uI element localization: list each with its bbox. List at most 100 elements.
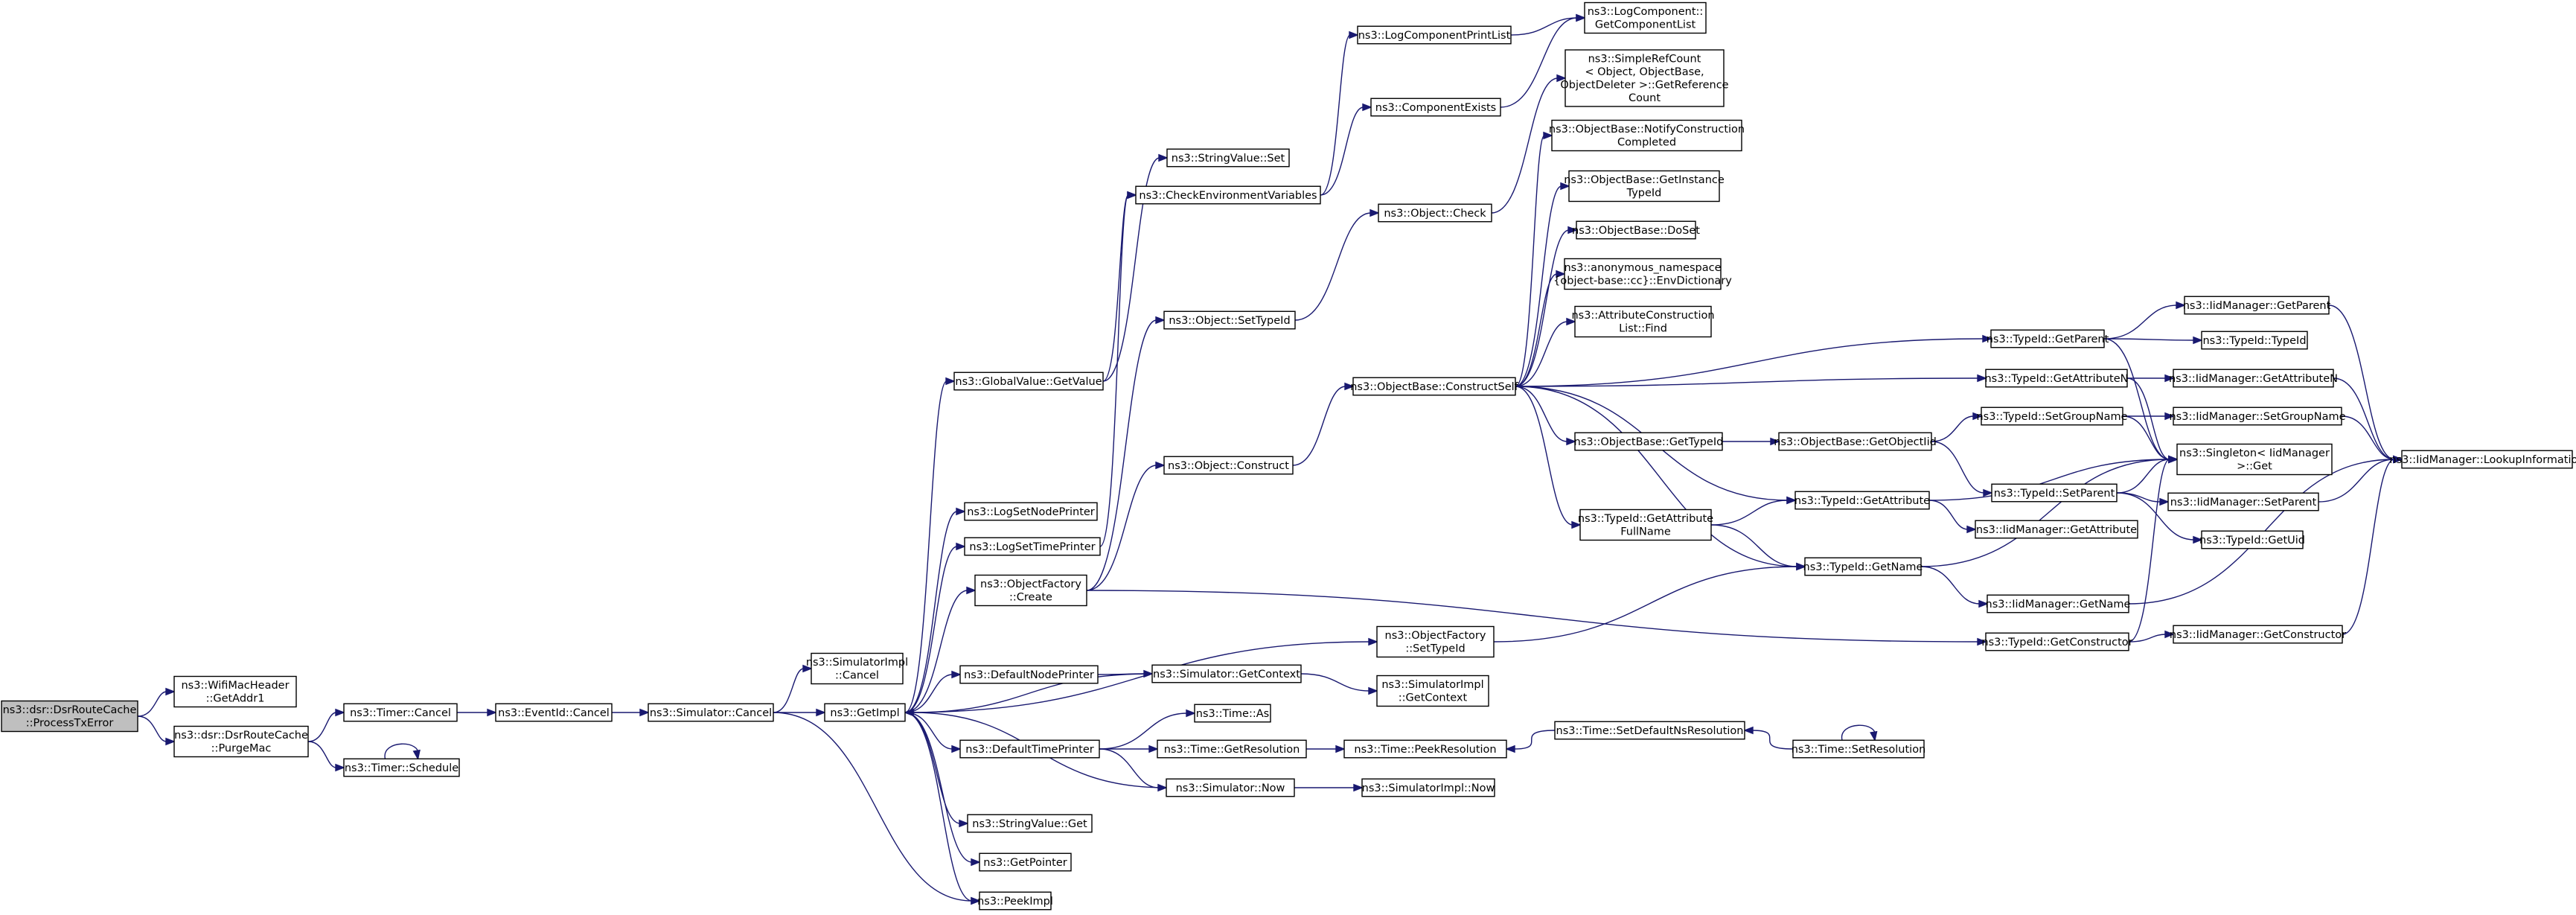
node-label: ns3::dsr::DsrRouteCache xyxy=(3,704,137,716)
function-node[interactable]: ns3::Time::GetResolution xyxy=(1157,739,1307,759)
arrow-head xyxy=(2159,497,2170,506)
function-node[interactable]: ns3::TypeId::GetUid xyxy=(2199,530,2305,549)
function-node[interactable]: ns3::dsr::DsrRouteCache::PurgeMac xyxy=(173,725,309,758)
call-edge xyxy=(1099,748,1168,792)
function-node[interactable]: ns3::CheckEnvironmentVariables xyxy=(1135,185,1321,205)
function-node[interactable]: ns3::Object::SetTypeId xyxy=(1163,310,1296,330)
edge-line xyxy=(1086,465,1157,591)
function-node[interactable]: ns3::TypeId::GetAttribute xyxy=(1794,491,1930,510)
function-node[interactable]: ns3::Timer::Cancel xyxy=(343,703,458,722)
function-node[interactable]: ns3::SimulatorImpl::Now xyxy=(1361,778,1495,797)
node-box xyxy=(964,502,1098,521)
function-node[interactable]: ns3::SimulatorImpl::GetContext xyxy=(1376,675,1489,707)
function-node[interactable]: ns3::SimpleRefCount< Object, ObjectBase,… xyxy=(1560,49,1729,107)
function-node[interactable]: ns3::ObjectBase::NotifyConstructionCompl… xyxy=(1549,119,1745,152)
edge-line xyxy=(2128,634,2167,643)
function-node[interactable]: ns3::ComponentExists xyxy=(1370,98,1501,117)
function-node[interactable]: ns3::EventId::Cancel xyxy=(495,703,613,722)
node-label: ns3::Timer::Schedule xyxy=(345,762,458,774)
function-node[interactable]: ns3::LogComponent::GetComponentList xyxy=(1584,1,1707,34)
arrow-head xyxy=(1786,496,1797,505)
function-node[interactable]: ns3::Timer::Schedule xyxy=(343,758,460,777)
function-node[interactable]: ns3::ObjectBase::GetObjectIid xyxy=(1774,432,1937,451)
function-node[interactable]: ns3::LogComponentPrintList xyxy=(1357,25,1512,45)
function-node[interactable]: ns3::TypeId::SetGroupName xyxy=(1976,407,2128,426)
function-node[interactable]: ns3::IidManager::SetParent xyxy=(2167,492,2319,511)
function-node[interactable]: ns3::DefaultNodePrinter xyxy=(959,665,1099,684)
call-edge xyxy=(2103,336,2203,345)
function-node[interactable]: ns3::IidManager::GetParent xyxy=(2183,296,2331,315)
function-node[interactable]: ns3::LogSetTimePrinter xyxy=(964,537,1101,556)
edge-line xyxy=(2333,377,2395,460)
call-edge xyxy=(1500,13,1586,108)
function-node[interactable]: ns3::Time::SetResolution xyxy=(1792,739,1926,759)
function-node[interactable]: ns3::IidManager::GetAttributeN xyxy=(2169,369,2338,388)
edge-line xyxy=(2116,492,2161,503)
function-node[interactable]: ns3::anonymous_namespace{object-base::cc… xyxy=(1553,258,1732,290)
arrow-head xyxy=(816,708,826,717)
function-node[interactable]: ns3::Time::SetDefaultNsResolution xyxy=(1554,721,1745,740)
call-edge xyxy=(1292,382,1355,466)
function-node[interactable]: ns3::TypeId::TypeId xyxy=(2201,331,2308,350)
node-box xyxy=(1576,220,1696,240)
function-node[interactable]: ns3::ObjectFactory::Create xyxy=(974,574,1087,607)
function-node[interactable]: ns3::Time::As xyxy=(1194,704,1271,723)
function-node[interactable]: ns3::ObjectBase::DoSet xyxy=(1572,220,1700,240)
function-node[interactable]: ns3::dsr::DsrRouteCache::ProcessTxError xyxy=(1,700,138,733)
function-node[interactable]: ns3::StringValue::Set xyxy=(1166,148,1290,168)
node-label: ns3::ObjectBase::GetInstance xyxy=(1564,174,1725,186)
function-node[interactable]: ns3::LogSetNodePrinter xyxy=(964,502,1098,521)
call-edge xyxy=(1722,437,1780,446)
node-label: TypeId xyxy=(1626,188,1662,200)
function-node[interactable]: ns3::Object::Check xyxy=(1378,203,1492,223)
function-node[interactable]: ns3::TypeId::GetConstructor xyxy=(1981,632,2133,651)
function-node[interactable]: ns3::Simulator::GetContext xyxy=(1151,664,1302,683)
arrow-head xyxy=(1148,745,1159,753)
function-node[interactable]: ns3::ObjectFactory::SetTypeId xyxy=(1376,625,1495,658)
function-node[interactable]: ns3::DefaultTimePrinter xyxy=(959,739,1100,759)
function-node[interactable]: ns3::ObjectBase::GetTypeId xyxy=(1574,432,1724,451)
call-edge xyxy=(1515,386,1806,571)
node-label: ::SetTypeId xyxy=(1405,643,1465,655)
function-node[interactable]: ns3::WifiMacHeader::GetAddr1 xyxy=(173,675,297,708)
function-node[interactable]: ns3::SimulatorImpl::Cancel xyxy=(806,652,908,685)
function-node[interactable]: ns3::IidManager::LookupInformation xyxy=(2389,450,2576,469)
edge-line xyxy=(1515,135,1545,387)
function-node[interactable]: ns3::StringValue::Get xyxy=(967,814,1093,833)
call-edge xyxy=(1931,441,1993,497)
node-label: ns3::LogComponent:: xyxy=(1588,6,1704,18)
function-node[interactable]: ns3::Time::PeekResolution xyxy=(1343,739,1507,759)
function-node[interactable]: ns3::TypeId::GetParent xyxy=(1987,329,2109,348)
call-edge xyxy=(1320,31,1359,196)
function-node[interactable]: ns3::TypeId::GetName xyxy=(1803,557,1923,576)
function-node[interactable]: ns3::Singleton< IidManager>::Get xyxy=(2176,443,2333,476)
call-edge xyxy=(1320,103,1372,196)
edge-line xyxy=(307,712,337,742)
function-node[interactable]: ns3::Object::Construct xyxy=(1163,456,1294,475)
node-label: ns3::IidManager::GetConstructor xyxy=(2170,629,2346,641)
node-box xyxy=(1574,432,1723,451)
function-node[interactable]: ns3::Simulator::Now xyxy=(1166,778,1295,797)
function-node[interactable]: ns3::PeekImpl xyxy=(977,891,1053,911)
function-node[interactable]: ns3::IidManager::GetName xyxy=(1986,594,2131,613)
function-node[interactable]: ns3::IidManager::SetGroupName xyxy=(2169,407,2346,426)
function-node[interactable]: ns3::GetPointer xyxy=(979,852,1072,872)
function-node[interactable]: ns3::Simulator::Cancel xyxy=(648,703,774,722)
arrow-head xyxy=(1370,208,1380,217)
node-label: ns3::Simulator::Cancel xyxy=(650,707,772,719)
function-node[interactable]: ns3::ObjectBase::ConstructSelf xyxy=(1350,377,1519,396)
edge-line xyxy=(1099,748,1160,788)
function-node[interactable]: ns3::TypeId::SetParent xyxy=(1991,483,2118,503)
edge-line xyxy=(1292,386,1346,466)
function-node[interactable]: ns3::GetImpl xyxy=(824,703,906,722)
function-node[interactable]: ns3::IidManager::GetConstructor xyxy=(2170,625,2346,644)
function-node[interactable]: ns3::TypeId::GetAttributeN xyxy=(1984,369,2129,388)
node-label: ns3::Time::PeekResolution xyxy=(1354,744,1496,756)
edge-line xyxy=(904,380,947,713)
function-node[interactable]: ns3::IidManager::GetAttribute xyxy=(1975,520,2138,539)
edge-line xyxy=(904,712,961,824)
function-node[interactable]: ns3::GlobalValue::GetValue xyxy=(953,372,1104,391)
